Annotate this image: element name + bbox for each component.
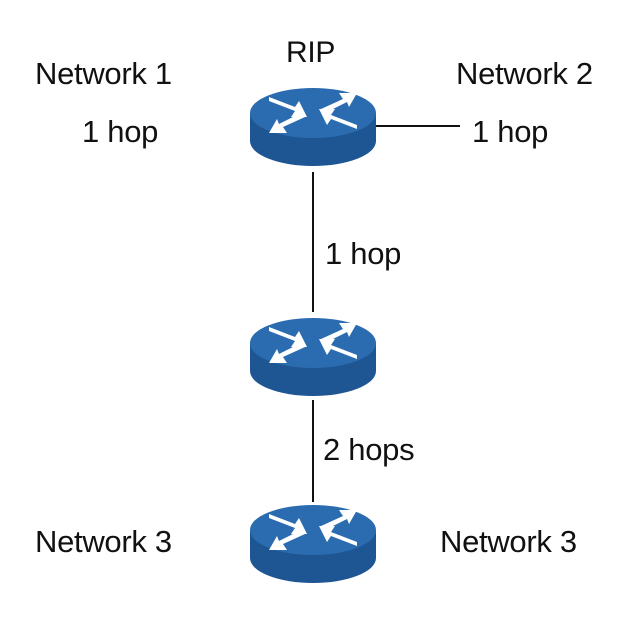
network-3-right-label: Network 3 (440, 524, 577, 559)
link-top-middle-hops-label: 1 hop (325, 236, 402, 271)
network-2-hops-label: 1 hop (472, 114, 549, 149)
network-1-hops-label: 1 hop (82, 114, 159, 149)
router-middle-icon (250, 318, 376, 396)
link-middle-bottom-hops-label: 2 hops (323, 432, 415, 467)
network-2-label: Network 2 (456, 56, 593, 91)
router-top-icon (250, 88, 376, 166)
network-3-left-label: Network 3 (35, 524, 172, 559)
router-bottom-icon (250, 505, 376, 583)
protocol-label: RIP (286, 36, 336, 69)
network-1-label: Network 1 (35, 56, 172, 91)
